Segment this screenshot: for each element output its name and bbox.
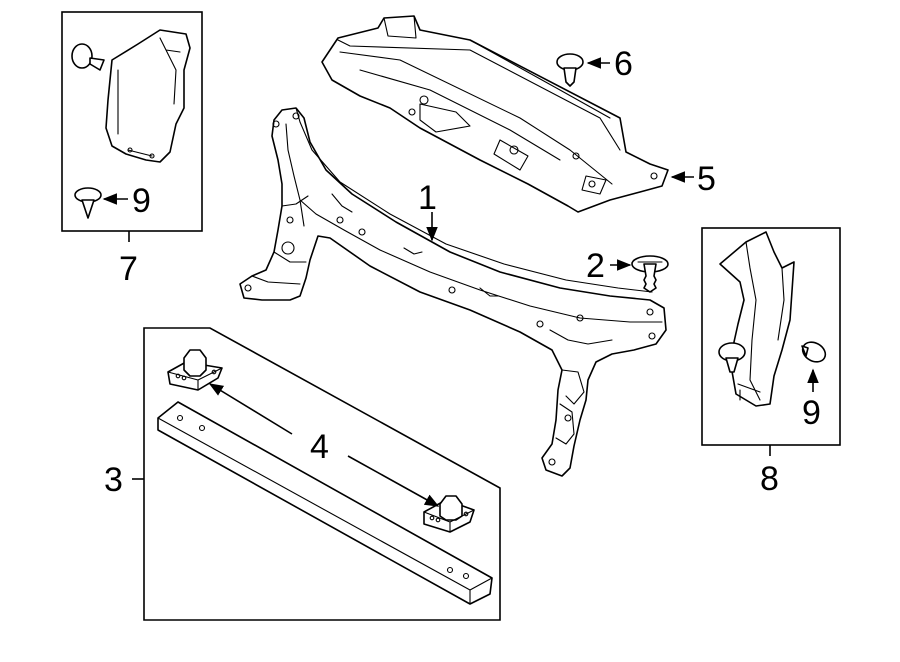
callout-6: 6 [614, 45, 633, 83]
callout-3: 3 [104, 461, 123, 499]
mount-bracket-upper [167, 349, 223, 391]
part-3-group [132, 327, 501, 621]
part-8-frame [701, 227, 841, 446]
mount-bracket-lower [423, 495, 475, 533]
part-7-group [61, 11, 203, 242]
part-8-group [701, 227, 841, 456]
lower-tie-bar [157, 401, 493, 605]
upper-cover-5 [321, 15, 669, 213]
callout-4: 4 [310, 428, 329, 466]
callout-8: 8 [760, 460, 779, 498]
push-pin-9-left [74, 187, 102, 219]
air-deflector-left [105, 29, 191, 163]
push-pin-9-right [801, 341, 827, 363]
part-7-frame [61, 11, 203, 232]
part-3-frame [143, 327, 501, 621]
air-deflector-right [719, 231, 795, 407]
callout-2: 2 [586, 247, 605, 285]
push-pin-clip [71, 43, 105, 71]
radiator-support-1 [239, 107, 667, 477]
callout-5: 5 [697, 160, 716, 198]
callout-1: 1 [418, 179, 437, 217]
push-pin-right-clip [718, 342, 746, 373]
callout-9-left: 9 [132, 182, 151, 220]
callout-7: 7 [119, 250, 138, 288]
callout-9-right: 9 [802, 394, 821, 432]
push-pin-6 [556, 53, 584, 87]
bolt-2 [631, 255, 669, 293]
